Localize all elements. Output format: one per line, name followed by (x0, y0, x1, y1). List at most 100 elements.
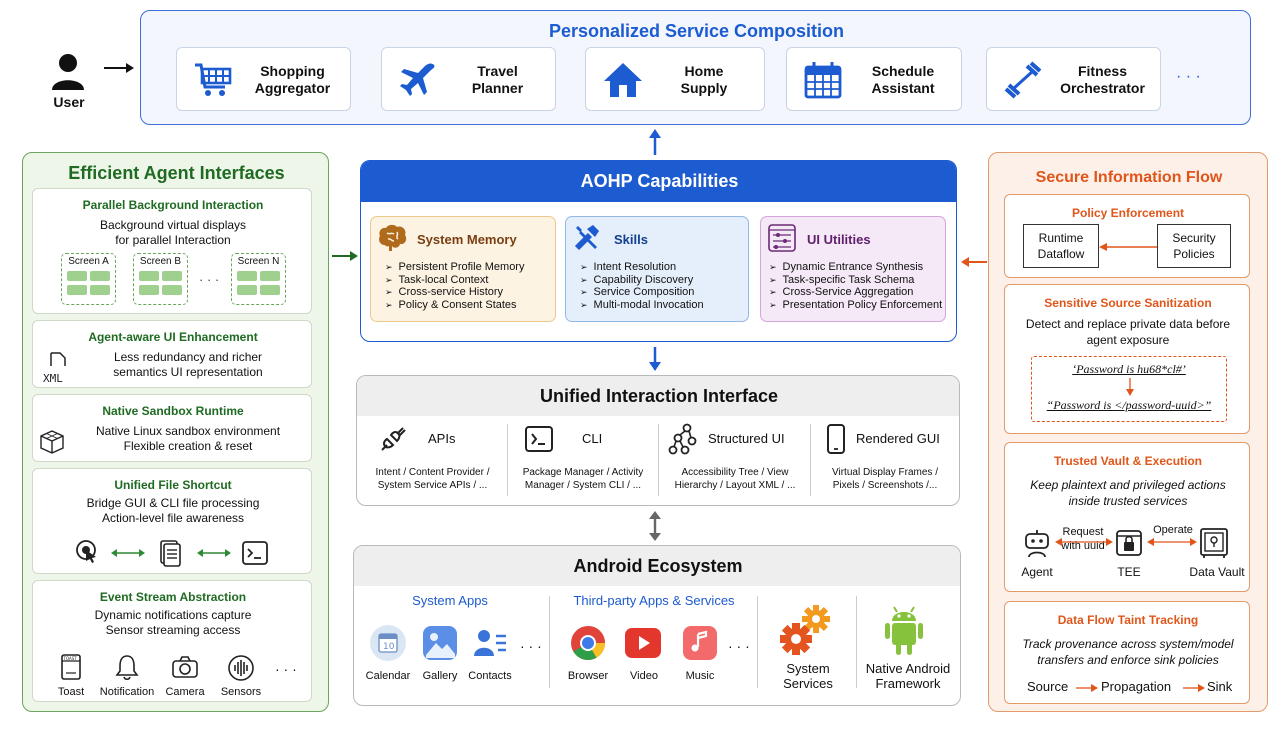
vault-data-vault: Data Vault (1189, 565, 1245, 579)
android-panel: Android Ecosystem (353, 545, 961, 706)
taint-sink: Sink (1207, 679, 1233, 694)
service-name: Schedule Assistant (871, 63, 935, 96)
service-name: Shopping Aggregator (254, 63, 331, 96)
app-music: Music (685, 670, 715, 682)
event-item-toast: Toast (57, 686, 85, 698)
skills-list: Intent ResolutionCapability DiscoverySer… (580, 261, 704, 311)
terminal-icon (524, 425, 554, 458)
vault-request: Request with uuid (1061, 526, 1105, 552)
sanitize-after: “Password is </password-uuid>” (1046, 398, 1212, 412)
android-divider (856, 596, 857, 688)
home-icon (602, 61, 644, 104)
ui-enh-desc: Less redundancy and richer semantics UI … (113, 350, 263, 379)
more-services: · · · (1176, 68, 1201, 85)
phone-icon (826, 423, 846, 460)
vault-tee: TEE (1117, 565, 1141, 579)
document-icon (157, 539, 183, 572)
service-name: Fitness Orchestrator (1060, 63, 1145, 96)
airplane-icon (398, 61, 438, 104)
capability-item: Policy & Consent States (385, 299, 524, 312)
capability-item: Dynamic Entrance Synthesis (769, 261, 942, 274)
taint-propagation: Propagation (1101, 679, 1172, 694)
capability-item: Cross-service History (385, 286, 524, 299)
service-card[interactable]: Travel Planner (381, 47, 556, 111)
service-card[interactable]: Schedule Assistant (786, 47, 962, 111)
android-robot-icon (882, 601, 926, 662)
ui-enhancement-card: Agent-aware UI Enhancement XML Less redu… (32, 320, 312, 388)
uii-cli-desc: Package Manager / Activity Manager / Sys… (522, 467, 644, 491)
native-framework-label: Native Android Framework (865, 661, 951, 691)
service-card[interactable]: Fitness Orchestrator (986, 47, 1161, 111)
user-arrow (104, 63, 134, 73)
aohp-title: AOHP Capabilities (361, 161, 956, 202)
security-policies-box: Security Policies (1157, 224, 1231, 268)
gallery-app-icon (422, 625, 458, 666)
uii-divider (507, 424, 508, 496)
taint-arrow (1076, 684, 1098, 692)
ui-utilities-card: UI Utilities Dynamic Entrance SynthesisT… (760, 216, 946, 322)
gears-icon (778, 603, 834, 664)
uii-android-arrow (649, 511, 661, 541)
svg-text:TOAST: TOAST (63, 656, 78, 661)
policy-title: Policy Enforcement (1071, 206, 1185, 220)
app-video: Video (630, 670, 658, 682)
tools-icon (572, 223, 602, 258)
cube-icon (39, 429, 65, 460)
memory-title: System Memory (417, 232, 517, 247)
parallel-desc: Background virtual displays for parallel… (99, 218, 247, 247)
uii-rendered-desc: Virtual Display Frames / Pixels / Screen… (832, 467, 938, 491)
sensor-icon (227, 654, 255, 687)
screen-n: Screen N (231, 253, 286, 305)
event-title: Event Stream Abstraction (99, 590, 247, 604)
uii-structured: Structured UI (708, 431, 785, 446)
xml-icon: XML (41, 351, 75, 390)
composition-title: Personalized Service Composition (548, 21, 845, 41)
policy-arrow (1099, 243, 1157, 251)
brain-icon (377, 223, 409, 258)
sanitize-before: ‘Password is hu68*cl#’ (1072, 362, 1186, 376)
screen-a: Screen A (61, 253, 116, 305)
system-apps-title: System Apps (412, 593, 488, 608)
screen-b: Screen B (133, 253, 188, 305)
camera-icon (171, 655, 199, 684)
aohp-to-composition-arrow (649, 129, 661, 155)
taint-desc: Track provenance across system/model tra… (1022, 637, 1234, 667)
event-item-notification: Notification (99, 686, 155, 698)
sanitization-card: Sensitive Source Sanitization Detect and… (1004, 284, 1250, 434)
capability-item: Task-specific Task Schema (769, 274, 942, 287)
sanitize-arrow (1126, 378, 1134, 396)
app-gallery: Gallery (422, 670, 458, 682)
event-stream-card: Event Stream Abstraction Dynamic notific… (32, 580, 312, 702)
skills-card: Skills Intent ResolutionCapability Disco… (565, 216, 749, 322)
sandbox-card: Native Sandbox Runtime Native Linux sand… (32, 394, 312, 462)
capability-item: Capability Discovery (580, 274, 704, 287)
event-item-sensors: Sensors (220, 686, 262, 698)
service-card[interactable]: Home Supply (585, 47, 765, 111)
sliders-icon (767, 223, 797, 258)
ui-utilities-title: UI Utilities (807, 232, 871, 247)
left-to-aohp-arrow (332, 251, 358, 261)
app-contacts: Contacts (468, 670, 512, 682)
service-name: Home Supply (680, 63, 728, 96)
screen-label: Screen A (68, 256, 109, 267)
uii-divider (810, 424, 811, 496)
event-desc: Dynamic notifications capture Sensor str… (94, 608, 252, 637)
music-app-icon (682, 625, 718, 666)
contacts-app-icon (472, 626, 508, 665)
capability-item: Presentation Policy Enforcement (769, 299, 943, 312)
skills-title: Skills (614, 232, 648, 247)
capability-item: Intent Resolution (580, 261, 704, 274)
touch-icon (75, 539, 101, 570)
bell-icon (115, 653, 139, 686)
dumbbell-icon (1003, 61, 1043, 104)
right-to-aohp-arrow (961, 257, 987, 267)
ui-list: Dynamic Entrance SynthesisTask-specific … (769, 261, 943, 312)
android-divider (757, 596, 758, 688)
android-divider (549, 596, 550, 688)
plug-icon (378, 424, 408, 459)
service-card[interactable]: Shopping Aggregator (176, 47, 351, 111)
svg-text:XML: XML (43, 372, 63, 385)
parallel-card: Parallel Background Interaction Backgrou… (32, 188, 312, 314)
file-desc: Bridge GUI & CLI file processing Action-… (86, 496, 260, 525)
taint-source: Source (1027, 679, 1069, 694)
